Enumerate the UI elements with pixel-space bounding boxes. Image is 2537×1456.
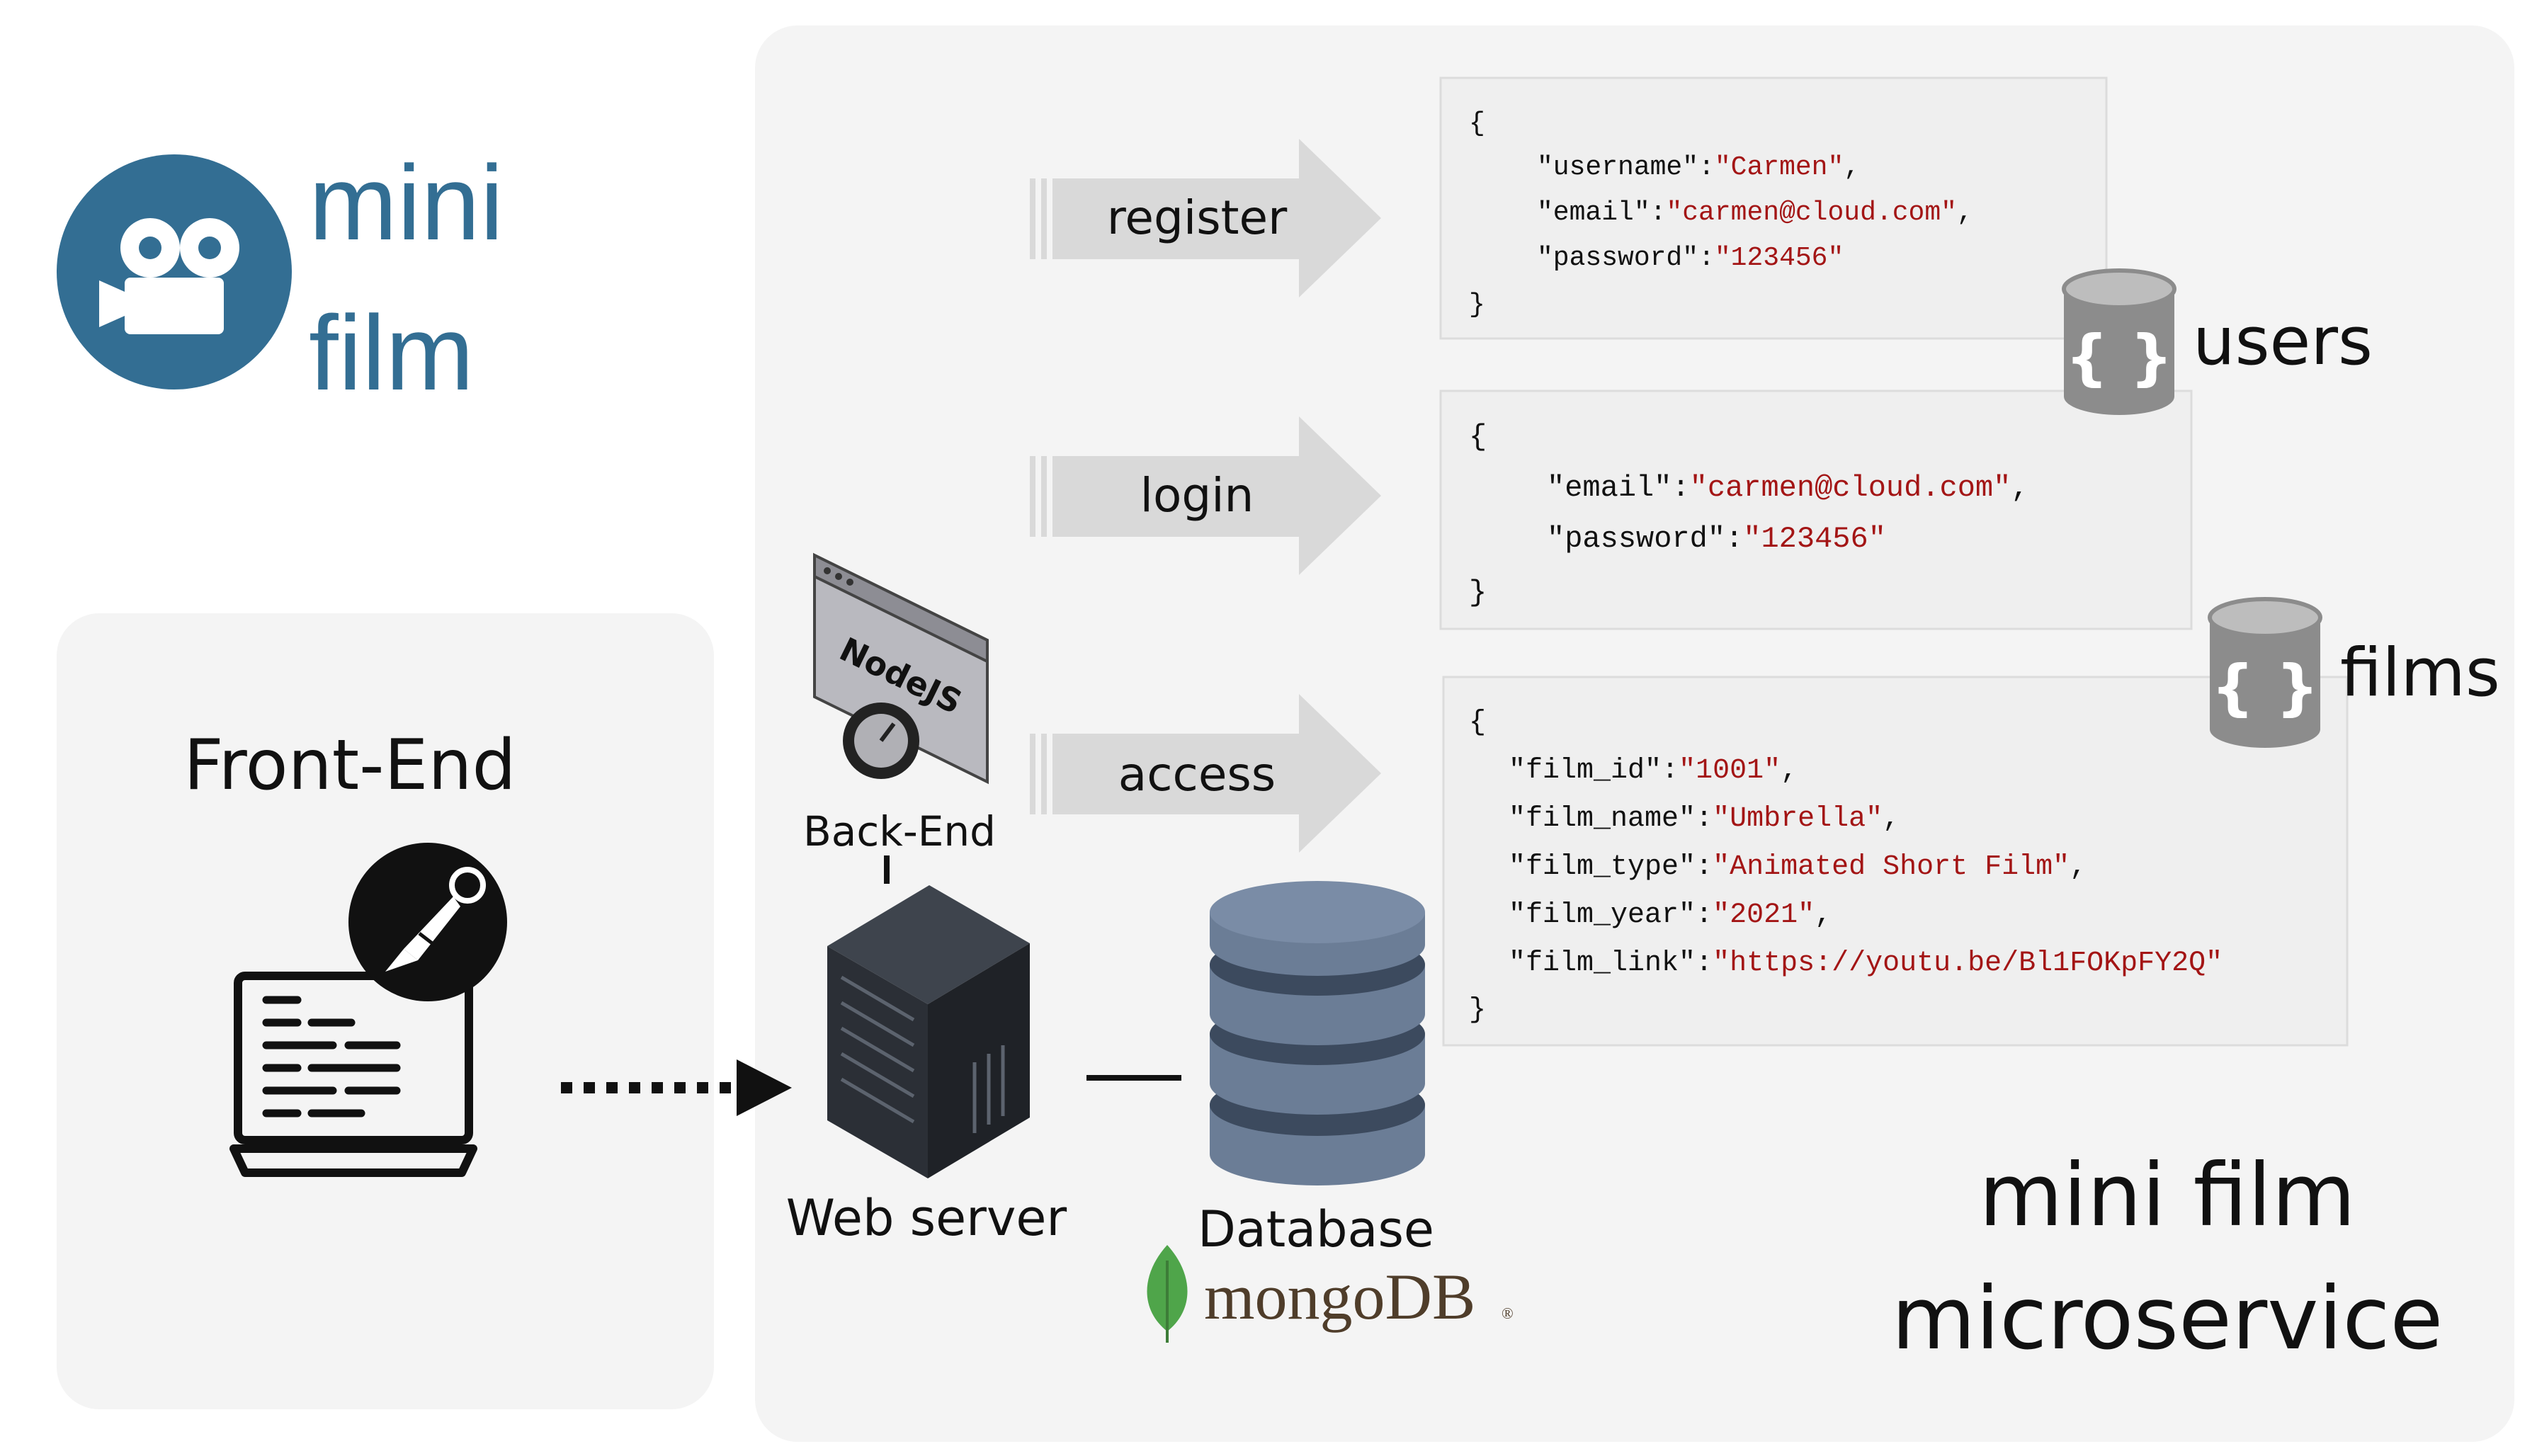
web-server-icon [827, 885, 1030, 1178]
logo-text-film: film [309, 293, 474, 412]
database-label: Database [1198, 1200, 1434, 1258]
json-close-brace: } [1469, 290, 1485, 320]
json-line: "password":"123456" [1537, 243, 1844, 273]
json-line: "film_name":"Umbrella", [1509, 803, 1900, 835]
access-arrow: access [1030, 694, 1381, 853]
nodejs-icon: NodeJS [813, 552, 989, 785]
mini-film-logo: mini film [57, 143, 504, 412]
register-arrow: register [1030, 139, 1381, 297]
route-register: register [1107, 190, 1288, 245]
users-collection-icon: { } [2062, 268, 2176, 415]
microservice-title-line2: microservice [1892, 1268, 2444, 1369]
json-line: "film_year":"2021", [1509, 899, 1832, 931]
postman-icon [348, 843, 507, 1001]
json-line: "email":"carmen@cloud.com", [1537, 198, 1973, 228]
json-close-brace: } [1469, 994, 1486, 1026]
database-icon [1210, 881, 1425, 1185]
json-open-brace: { [1469, 707, 1486, 739]
films-label: films [2340, 635, 2500, 712]
films-collection-braces: { } [2211, 652, 2319, 723]
laptop-icon [229, 972, 477, 1177]
route-access: access [1118, 747, 1276, 802]
mongodb-logo: mongoDB ® [1147, 1245, 1514, 1343]
users-label: users [2193, 303, 2373, 380]
frontend-label: Front-End [183, 725, 516, 806]
route-login: login [1140, 468, 1254, 523]
login-arrow: login [1030, 416, 1381, 575]
request-arrow [561, 1059, 792, 1116]
json-line: "email":"carmen@cloud.com", [1547, 471, 2029, 505]
logo-circle [57, 154, 292, 389]
json-line: "password":"123456" [1547, 522, 1886, 556]
json-line: "film_type":"Animated Short Film", [1509, 851, 2087, 883]
access-json: { "film_id":"1001", "film_name":"Umbrell… [1442, 676, 2349, 1047]
json-open-brace: { [1469, 420, 1487, 454]
microservice-title-line1: mini film [1979, 1145, 2356, 1246]
json-open-brace: { [1469, 108, 1485, 139]
users-collection-braces: { } [2065, 322, 2173, 393]
films-collection-icon: { } [2208, 597, 2322, 748]
webserver-label: Web server [786, 1189, 1067, 1247]
frontend-panel [57, 613, 714, 1409]
register-json: { "username":"Carmen", "email":"carmen@c… [1439, 76, 2108, 340]
json-line: "film_link":"https://youtu.be/Bl1FOKpFY2… [1509, 948, 2223, 979]
mongodb-registered: ® [1502, 1304, 1514, 1322]
login-json: { "email":"carmen@cloud.com", "password"… [1439, 389, 2193, 630]
json-line: "film_id":"1001", [1509, 755, 1798, 787]
backend-label: Back-End [803, 807, 996, 855]
json-line: "username":"Carmen", [1537, 152, 1860, 183]
mongodb-wordmark: mongoDB [1204, 1261, 1475, 1333]
logo-text-mini: mini [309, 143, 504, 262]
json-close-brace: } [1469, 576, 1487, 610]
